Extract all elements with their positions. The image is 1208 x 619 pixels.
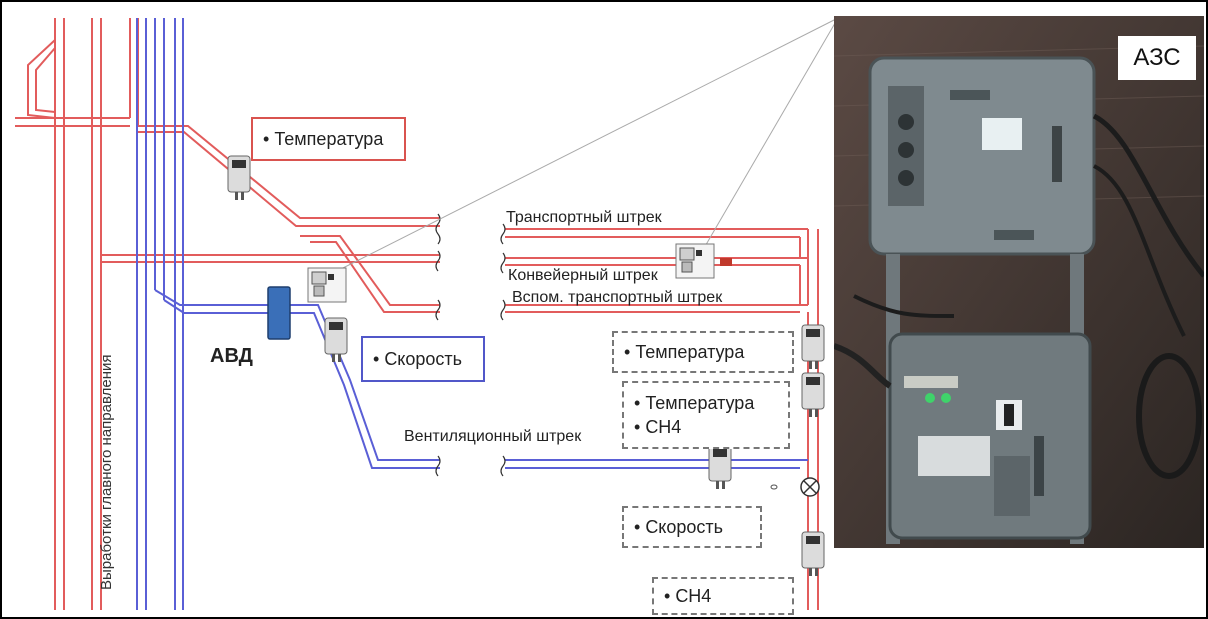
box-line: Температура	[624, 340, 792, 364]
box-line: Скорость	[373, 347, 483, 371]
temperature-box-right: Температура	[612, 331, 794, 373]
transport-drift-label: Транспортный штрек	[506, 209, 662, 227]
sensor-icon	[802, 325, 824, 369]
sensor-icon	[802, 373, 824, 417]
main-direction-label: Выработки главного направления	[98, 355, 115, 590]
sensor-icon	[228, 156, 250, 200]
damper-icon	[801, 478, 819, 496]
avd-label: АВД	[210, 345, 253, 368]
control-station-icon	[308, 268, 346, 302]
sensor-icon	[325, 318, 347, 362]
sensor-icon	[709, 445, 731, 489]
box-line: CH4	[634, 415, 788, 439]
temperature-box-top: Температура	[251, 117, 406, 161]
avd-fan-icon	[268, 287, 290, 339]
sensor-icon	[802, 532, 824, 576]
speed-box-mid: Скорость	[361, 336, 485, 382]
control-station-icon	[676, 244, 714, 278]
conveyor-drift-label: Конвейерный штрек	[508, 267, 658, 285]
callout-lines	[335, 18, 838, 272]
box-line: Температура	[263, 127, 404, 151]
ventilation-drift-label: Вентиляционный штрек	[404, 428, 581, 446]
alarm-indicator-icon	[720, 258, 732, 266]
small-marker-icon	[771, 485, 777, 489]
azs-equipment-photo	[834, 16, 1204, 548]
azs-label: АЗС	[1118, 36, 1196, 80]
box-line: Скорость	[634, 515, 760, 539]
speed-box-bottom: Скорость	[622, 506, 762, 548]
aux-transport-drift-label: Вспом. транспортный штрек	[512, 289, 722, 307]
temperature-ch4-box: Температура CH4	[622, 381, 790, 449]
box-line: CH4	[664, 584, 792, 608]
ch4-box-bottom: CH4	[652, 577, 794, 615]
box-line: Температура	[634, 391, 788, 415]
